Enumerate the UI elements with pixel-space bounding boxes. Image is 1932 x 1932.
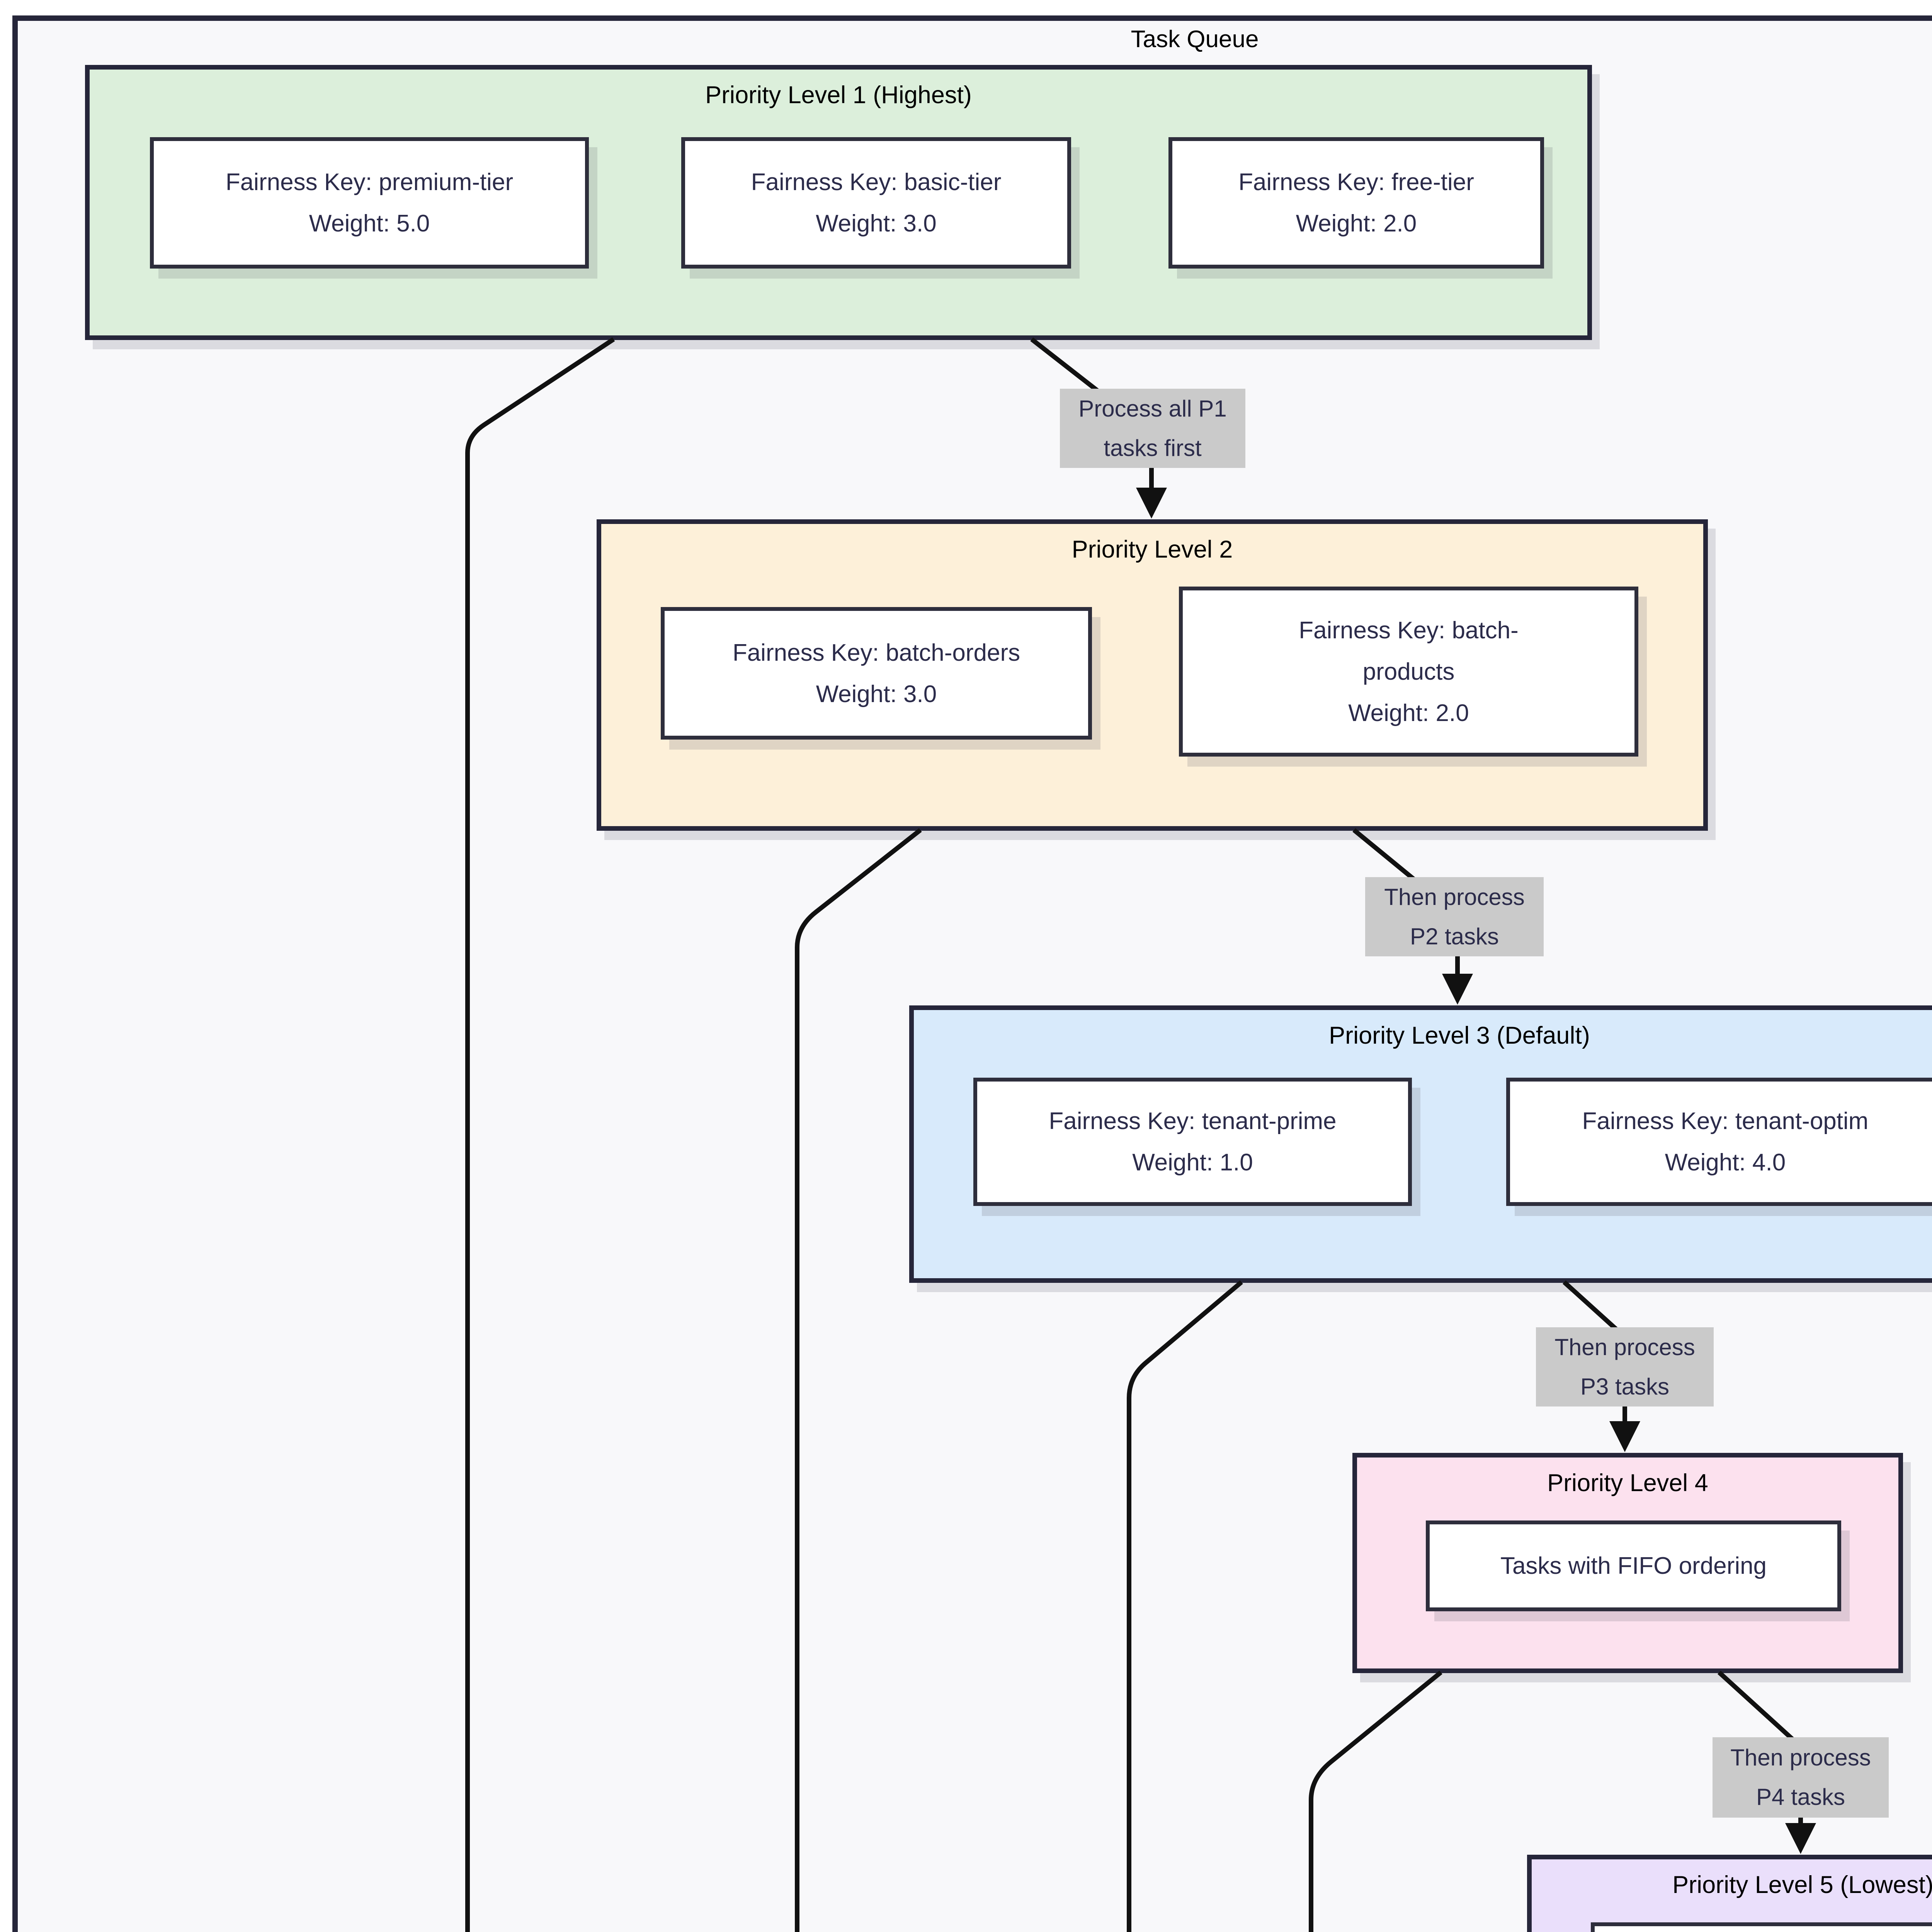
edge-label-line: P3 tasks xyxy=(1580,1373,1670,1400)
node-line: Fairness Key: batch-orders xyxy=(732,639,1020,666)
edge-label-line: Then process xyxy=(1730,1745,1871,1770)
edge-label-line: Process all P1 xyxy=(1078,395,1227,422)
edge-label-line: tasks first xyxy=(1104,435,1202,461)
edge-label-process-p4: Then process P4 tasks xyxy=(1713,1737,1889,1818)
edge-label-process-p2: Then process P2 tasks xyxy=(1365,877,1544,956)
task-node-fifo-p5: Tasks with FIFO ordering xyxy=(1591,1922,1932,1932)
node-line: Tasks with FIFO ordering xyxy=(1500,1553,1767,1579)
node-line: products xyxy=(1362,658,1455,685)
node-line: Weight: 1.0 xyxy=(1132,1149,1253,1176)
task-node-batch-orders: Fairness Key: batch-orders Weight: 3.0 xyxy=(661,607,1092,740)
node-line: Weight: 2.0 xyxy=(1296,210,1417,237)
node-line: Weight: 3.0 xyxy=(816,680,937,707)
edge-label-line: Then process xyxy=(1384,884,1525,910)
task-node-basic-tier: Fairness Key: basic-tier Weight: 3.0 xyxy=(681,137,1071,269)
node-line: Fairness Key: premium-tier xyxy=(225,169,514,196)
group-title-p2: Priority Level 2 xyxy=(1071,536,1233,563)
priority-level-5-group: Priority Level 5 (Lowest) xyxy=(1527,1855,1932,1932)
edge-label-line: Then process xyxy=(1554,1334,1695,1360)
node-line: Weight: 4.0 xyxy=(1665,1149,1786,1176)
node-line: Weight: 5.0 xyxy=(309,210,430,237)
node-line: Fairness Key: batch- xyxy=(1299,617,1519,644)
task-node-fifo-p4: Tasks with FIFO ordering xyxy=(1426,1520,1841,1611)
node-line: Fairness Key: free-tier xyxy=(1238,169,1474,196)
task-node-tenant-optim: Fairness Key: tenant-optim Weight: 4.0 xyxy=(1506,1078,1932,1206)
task-node-free-tier: Fairness Key: free-tier Weight: 2.0 xyxy=(1168,137,1544,269)
edge-label-line: P2 tasks xyxy=(1410,923,1499,949)
node-line: Weight: 2.0 xyxy=(1348,699,1469,726)
node-line: Fairness Key: basic-tier xyxy=(751,169,1002,196)
diagram-title: Task Queue xyxy=(1131,26,1259,53)
task-node-tenant-prime: Fairness Key: tenant-prime Weight: 1.0 xyxy=(973,1078,1412,1206)
edge-label-process-p3: Then process P3 tasks xyxy=(1536,1327,1714,1406)
node-line: Weight: 3.0 xyxy=(816,210,937,237)
node-line: Fairness Key: tenant-prime xyxy=(1049,1108,1337,1134)
group-title-p4: Priority Level 4 xyxy=(1547,1469,1708,1497)
group-title-p5: Priority Level 5 (Lowest) xyxy=(1672,1871,1932,1898)
edge-label-line: P4 tasks xyxy=(1756,1784,1845,1810)
task-node-premium-tier: Fairness Key: premium-tier Weight: 5.0 xyxy=(150,137,589,269)
task-node-batch-products: Fairness Key: batch- products Weight: 2.… xyxy=(1179,587,1638,757)
edge-label-process-p1: Process all P1 tasks first xyxy=(1060,389,1245,468)
group-title-p3: Priority Level 3 (Default) xyxy=(1329,1022,1590,1049)
node-line: Fairness Key: tenant-optim xyxy=(1582,1108,1869,1134)
group-title-p1: Priority Level 1 (Highest) xyxy=(705,82,972,109)
